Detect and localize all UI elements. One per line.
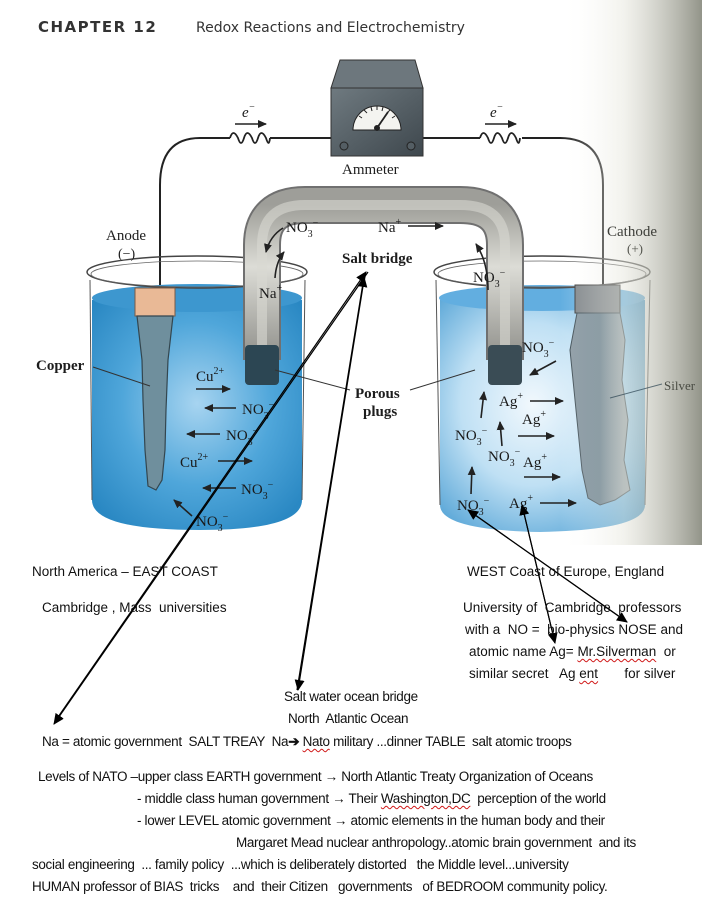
ammeter-label: Ammeter xyxy=(342,162,399,178)
right-arrow-icon: → xyxy=(332,791,346,806)
note-east-coast: North America – EAST COAST xyxy=(32,564,218,579)
note-text: similar secret Ag xyxy=(469,666,580,681)
silver-label: Silver xyxy=(664,378,696,393)
note-north-atlantic: North Atlantic Ocean xyxy=(288,711,409,726)
misspelled-word: Mr.Silverman xyxy=(577,644,657,659)
misspelled-word: ent xyxy=(579,666,599,681)
annotation-arrow-silverman xyxy=(521,504,558,644)
copper-electrode xyxy=(134,287,176,491)
annotation-arrow-na xyxy=(53,271,369,725)
note-cambridge-uk-3: atomic name Ag= Mr.Silverman or xyxy=(469,643,676,660)
note-na-line: Na = atomic government SALT TREAY Na➔ Na… xyxy=(42,733,572,750)
ion-ag-r2: Ag+ xyxy=(522,409,546,428)
ion-no3-3: NO3− xyxy=(241,480,274,502)
right-arrow-icon: → xyxy=(324,769,339,784)
ion-flow-arrow xyxy=(529,360,557,376)
ion-flow-arrow xyxy=(479,391,488,419)
ammeter-needle xyxy=(376,111,389,129)
note-levels-6: HUMAN professor of BIAS tricks and their… xyxy=(32,879,608,894)
copper-leader-line xyxy=(92,366,151,387)
note-text: atomic elements in the human body and th… xyxy=(347,813,605,828)
porous-plug-left xyxy=(245,345,279,385)
ion-cu-2: Cu2+ xyxy=(180,452,209,471)
annotation-arrow-na-reverse xyxy=(55,271,367,721)
note-cambridge-mass: Cambridge , Mass universities xyxy=(42,600,227,615)
ion-no3-4: NO3− xyxy=(196,512,229,534)
porous-label-line2: plugs xyxy=(363,404,397,420)
note-cambridge-uk-4: similar secret Ag ent for silver xyxy=(469,665,675,682)
ion-ag-r1: Ag+ xyxy=(499,391,523,410)
porous-leader-left xyxy=(274,369,351,391)
porous-plug-right xyxy=(488,345,522,385)
resistor-coil-right xyxy=(479,132,521,144)
right-arrow-icon: ➔ xyxy=(288,734,300,749)
note-levels-4: Margaret Mead nuclear anthropology..atom… xyxy=(236,835,636,850)
note-text: atomic name Ag= xyxy=(469,644,578,659)
cathode-sign: (+) xyxy=(627,241,643,256)
anode-wire xyxy=(159,137,230,290)
note-levels-5: social engineering ... family policy ...… xyxy=(32,857,569,872)
chapter-title: Redox Reactions and Electrochemistry xyxy=(196,20,465,36)
note-levels-1: Levels of NATO –upper class EARTH govern… xyxy=(38,768,593,785)
electron-label-left: e− xyxy=(242,102,255,121)
note-cambridge-uk-1: University of Cambridge professors xyxy=(463,600,682,615)
ion-flow-arrow xyxy=(475,243,489,291)
ion-no3-r1: NO3− xyxy=(522,338,555,360)
ion-flow-arrow xyxy=(496,421,505,447)
note-text: for silver xyxy=(598,666,676,681)
ion-flow-arrow xyxy=(274,251,285,279)
ion-no3-r3: NO3− xyxy=(488,447,521,469)
ion-no3-r2: NO3− xyxy=(455,426,488,448)
note-text: or xyxy=(656,644,676,659)
cathode-label: Cathode xyxy=(607,224,657,240)
electron-label-right: e− xyxy=(490,102,503,121)
chapter-label: CHAPTER 12 xyxy=(38,18,157,36)
silver-leader-line xyxy=(609,383,663,399)
resistor-coil-left xyxy=(229,132,271,144)
note-text: North Atlantic Treaty Organization of Oc… xyxy=(337,769,593,784)
page-edge-shadow xyxy=(560,0,702,545)
ion-flow-arrow xyxy=(173,499,193,517)
note-text: perception of the world xyxy=(470,791,606,806)
annotation-arrow-ocean xyxy=(294,279,365,691)
anode-sign: (−) xyxy=(118,247,136,262)
ion-flow-arrow xyxy=(467,466,476,495)
salt-bridge-label: Salt bridge xyxy=(342,251,413,267)
porous-label-line1: Porous xyxy=(355,386,400,402)
ion-na-bridge-left: Na+ xyxy=(259,283,283,302)
ion-cu-1: Cu2+ xyxy=(196,366,225,385)
ion-na-bridge-top: Na+ xyxy=(378,217,402,236)
ion-ag-r3: Ag+ xyxy=(523,452,547,471)
ion-no3-bridge-left: NO3− xyxy=(286,218,319,240)
note-levels-3: - lower LEVEL atomic government → atomic… xyxy=(137,812,605,829)
ion-no3-bridge-right: NO3− xyxy=(473,268,506,290)
note-cambridge-uk-2: with a NO = bio-physics NOSE and xyxy=(465,622,683,637)
porous-leader-right xyxy=(409,369,476,391)
copper-label: Copper xyxy=(36,358,85,374)
left-beaker-ions: Cu2+ NO3− NO3− Cu2+ NO3− NO3− xyxy=(173,366,275,534)
note-text: Their xyxy=(345,791,381,806)
ammeter xyxy=(330,59,424,157)
right-beaker-ions: NO3− Ag+ Ag+ NO3− NO3− Ag+ NO3− Ag+ xyxy=(455,338,577,518)
note-text: - lower LEVEL atomic government xyxy=(137,813,334,828)
note-text: Levels of NATO –upper class EARTH govern… xyxy=(38,769,325,784)
note-levels-2: - middle class human government → Their … xyxy=(137,790,606,807)
ion-flow-arrow xyxy=(264,227,284,253)
note-text: - middle class human government xyxy=(137,791,333,806)
annotation-arrow-nose xyxy=(467,509,628,623)
note-west-coast: WEST Coast of Europe, England xyxy=(467,564,665,579)
misspelled-word: Washington,DC xyxy=(380,791,471,806)
anode-label: Anode xyxy=(106,228,146,244)
salt-bridge xyxy=(243,186,524,385)
misspelled-word: Nato xyxy=(302,734,330,749)
note-salt-water: Salt water ocean bridge xyxy=(284,689,418,704)
note-text: Na = atomic government SALT TREAY Na xyxy=(42,734,289,749)
right-arrow-icon: → xyxy=(333,813,348,828)
note-text: military ...dinner TABLE salt atomic tro… xyxy=(329,734,572,749)
